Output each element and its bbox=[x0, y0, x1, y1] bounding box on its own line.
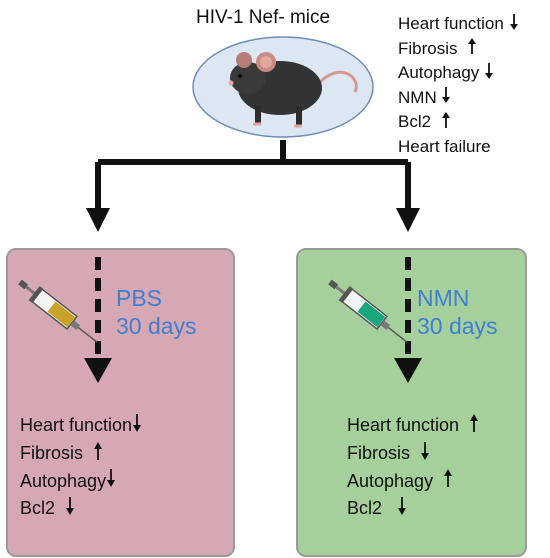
arrow-to-nmn-panel bbox=[396, 208, 420, 232]
outcome-label: Heart function bbox=[20, 415, 133, 435]
trend-up-icon bbox=[467, 37, 477, 61]
trend-up-icon bbox=[93, 441, 103, 468]
trend-down-icon bbox=[484, 62, 494, 86]
nmn-panel bbox=[296, 248, 527, 557]
pbs-outcome-item: Bcl2 bbox=[20, 495, 142, 523]
outcome-label: Bcl2 bbox=[347, 498, 383, 519]
outcome-label: Heart failure bbox=[398, 136, 491, 156]
outcome-label: Fibrosis bbox=[347, 442, 411, 463]
trend-up-icon bbox=[441, 111, 451, 135]
baseline-outcome-item: Fibrosis bbox=[398, 37, 519, 62]
trend-down-icon bbox=[65, 496, 75, 523]
outcome-label: Autophagy bbox=[20, 470, 107, 491]
baseline-outcome-item: NMN bbox=[398, 86, 519, 111]
trend-down-icon bbox=[509, 13, 519, 37]
trend-up-icon bbox=[469, 413, 479, 440]
pbs-outcome-item: Autophagy bbox=[20, 468, 142, 496]
trend-down-icon bbox=[420, 441, 430, 468]
baseline-outcome-item: Heart failure bbox=[398, 135, 519, 159]
nmn-outcome-item: Autophagy bbox=[347, 468, 479, 496]
outcome-label: Bcl2 bbox=[398, 112, 432, 132]
trend-down-icon bbox=[397, 496, 407, 523]
outcome-label: Heart function bbox=[347, 415, 460, 435]
mouse-model-title: HIV-1 Nef- mice bbox=[196, 7, 331, 28]
pbs-treatment-label: PBS 30 days bbox=[116, 284, 197, 340]
mouse-icon bbox=[228, 52, 358, 128]
outcome-label: Heart function bbox=[398, 14, 504, 33]
trend-up-icon bbox=[443, 468, 453, 495]
outcome-label: Bcl2 bbox=[20, 498, 56, 519]
baseline-outcome-list: Heart function Fibrosis Autophagy NMN Bc… bbox=[398, 12, 519, 159]
pbs-outcome-list: Heart function Fibrosis Autophagy Bcl2 bbox=[20, 412, 142, 523]
baseline-outcome-item: Autophagy bbox=[398, 61, 519, 86]
treatment-name: PBS bbox=[116, 285, 163, 311]
pbs-outcome-item: Fibrosis bbox=[20, 440, 142, 468]
trend-down-icon bbox=[106, 468, 116, 495]
nmn-treatment-label: NMN 30 days bbox=[417, 284, 498, 340]
treatment-duration: 30 days bbox=[116, 313, 197, 339]
nmn-syringe-icon bbox=[328, 279, 408, 343]
outcome-label: Fibrosis bbox=[398, 38, 458, 58]
outcome-label: Autophagy bbox=[347, 470, 434, 491]
outcome-label: Autophagy bbox=[398, 63, 480, 83]
trend-down-icon bbox=[132, 413, 142, 440]
split-connector bbox=[95, 140, 411, 212]
arrow-to-pbs-panel bbox=[86, 208, 110, 232]
outcome-label: NMN bbox=[398, 87, 437, 107]
nmn-outcome-item: Bcl2 bbox=[347, 495, 479, 523]
nmn-outcome-list: Heart function Fibrosis Autophagy Bcl2 bbox=[347, 412, 479, 523]
outcome-label: Fibrosis bbox=[20, 442, 84, 463]
nmn-outcome-item: Heart function bbox=[347, 412, 479, 440]
pbs-syringe-icon bbox=[18, 279, 98, 343]
treatment-duration: 30 days bbox=[417, 313, 498, 339]
treatment-name: NMN bbox=[417, 285, 470, 311]
nmn-outcome-item: Fibrosis bbox=[347, 440, 479, 468]
pbs-outcome-item: Heart function bbox=[20, 412, 142, 440]
trend-down-icon bbox=[441, 86, 451, 110]
baseline-outcome-item: Heart function bbox=[398, 12, 519, 37]
baseline-outcome-item: Bcl2 bbox=[398, 110, 519, 135]
